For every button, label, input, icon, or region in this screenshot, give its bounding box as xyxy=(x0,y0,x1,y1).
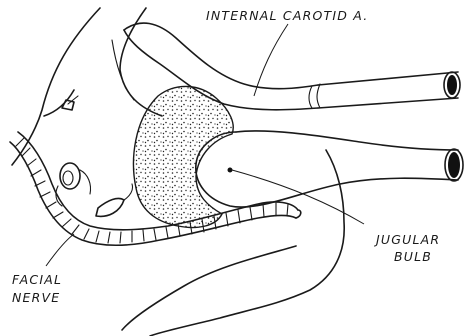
internal-carotid-label: INTERNAL CAROTID A. xyxy=(206,8,368,23)
jugular-bulb xyxy=(196,131,463,207)
facial-nerve-label-line1: FACIAL xyxy=(12,272,62,287)
facial-nerve-label-line2: NERVE xyxy=(12,290,60,305)
jugular-bulb-label-line1: JUGULAR xyxy=(373,232,440,247)
jugular-bulb-label-line2: BULB xyxy=(394,249,432,264)
tumor-mass xyxy=(134,86,234,227)
ossicles xyxy=(56,96,133,216)
